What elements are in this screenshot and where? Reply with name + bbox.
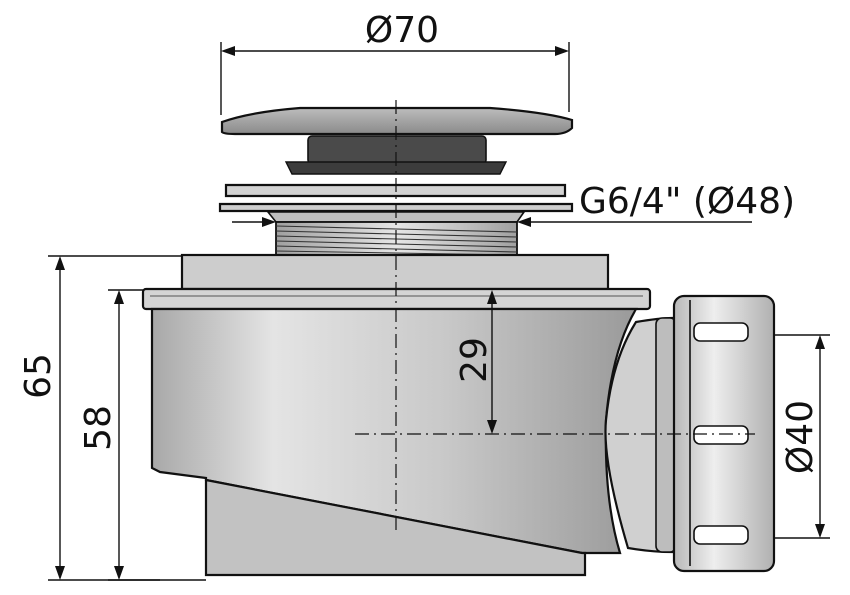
center-lines <box>355 100 755 530</box>
outlet-diameter-label: Ø40 <box>780 400 821 474</box>
total-height-label: 65 <box>18 353 59 399</box>
inlet-depth-label: 29 <box>454 337 495 383</box>
cap-seal <box>284 135 508 175</box>
body-height-label: 58 <box>78 405 119 451</box>
body-upper <box>180 253 610 291</box>
trap-body <box>150 307 638 577</box>
dimension-total-height: 65 <box>18 255 206 581</box>
dimension-thread: G6/4" (Ø48) <box>232 181 795 227</box>
cap-diameter-label: Ø70 <box>365 10 439 51</box>
outlet-collar <box>604 316 677 554</box>
thread-label: G6/4" (Ø48) <box>579 181 795 222</box>
dimension-body-height: 58 <box>78 289 160 581</box>
dimension-outlet-diameter: Ø40 <box>774 334 830 539</box>
drain-cap <box>220 106 574 136</box>
dimension-inlet-depth: 29 <box>454 290 497 434</box>
dimension-cap-diameter: Ø70 <box>220 10 570 115</box>
